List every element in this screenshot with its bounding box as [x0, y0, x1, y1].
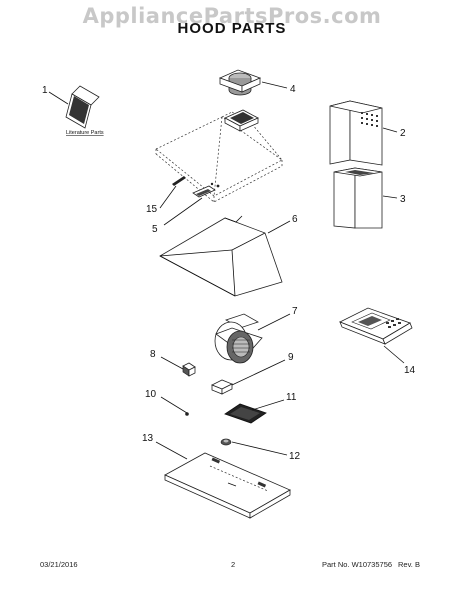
canopy-top-bracket: [224, 109, 259, 132]
part-6-canopy-body[interactable]: [159, 215, 283, 297]
watermark-text: AppliancePartsPros.com: [82, 4, 382, 28]
part-8-block[interactable]: [182, 362, 196, 377]
part-12-knob[interactable]: [220, 438, 232, 446]
callout-2: 2: [400, 128, 406, 139]
callout-1: 1: [42, 85, 48, 96]
part-15-rod[interactable]: [172, 176, 186, 186]
part-2-upper-chimney[interactable]: [329, 100, 383, 166]
callout-5: 5: [152, 224, 158, 235]
callout-4: 4: [290, 84, 296, 95]
callout-10: 10: [145, 389, 157, 400]
footer-part-number: Part No. W10735756: [322, 560, 393, 569]
part-11-filter[interactable]: [224, 403, 267, 424]
part-4-vent-collar[interactable]: [218, 69, 262, 96]
callout-12: 12: [289, 451, 301, 462]
part-3-lower-chimney[interactable]: [333, 167, 383, 229]
callout-14: 14: [404, 365, 416, 376]
part-1-literature[interactable]: [65, 85, 100, 129]
callout-6: 6: [292, 214, 298, 225]
canopy-outline: [155, 111, 283, 203]
callout-7: 7: [292, 306, 298, 317]
callout-11: 11: [286, 392, 297, 403]
part-5-switch-assembly[interactable]: [192, 182, 220, 198]
part-14-control-panel[interactable]: [339, 307, 413, 345]
callout-8: 8: [150, 349, 156, 360]
callout-15: 15: [146, 204, 158, 215]
literature-label: Literature Parts: [66, 130, 104, 136]
part-9-light[interactable]: [211, 379, 233, 395]
page-title: HOOD PARTS: [177, 20, 287, 37]
callout-13: 13: [142, 433, 154, 444]
callout-labels: 1 2 3 4 5 6 7 8 9 10 11 12 13 14 15: [42, 84, 416, 462]
part-10-screw[interactable]: [185, 412, 189, 416]
leader-lines: [48, 81, 405, 460]
part-7-blower-motor[interactable]: [214, 313, 263, 364]
part-13-bottom-panel[interactable]: [164, 452, 291, 519]
footer-date: 03/21/2016: [40, 560, 78, 569]
callout-3: 3: [400, 194, 406, 205]
footer-page-number: 2: [231, 560, 236, 569]
footer-revision: Rev. B: [398, 560, 420, 569]
callout-9: 9: [288, 352, 294, 363]
